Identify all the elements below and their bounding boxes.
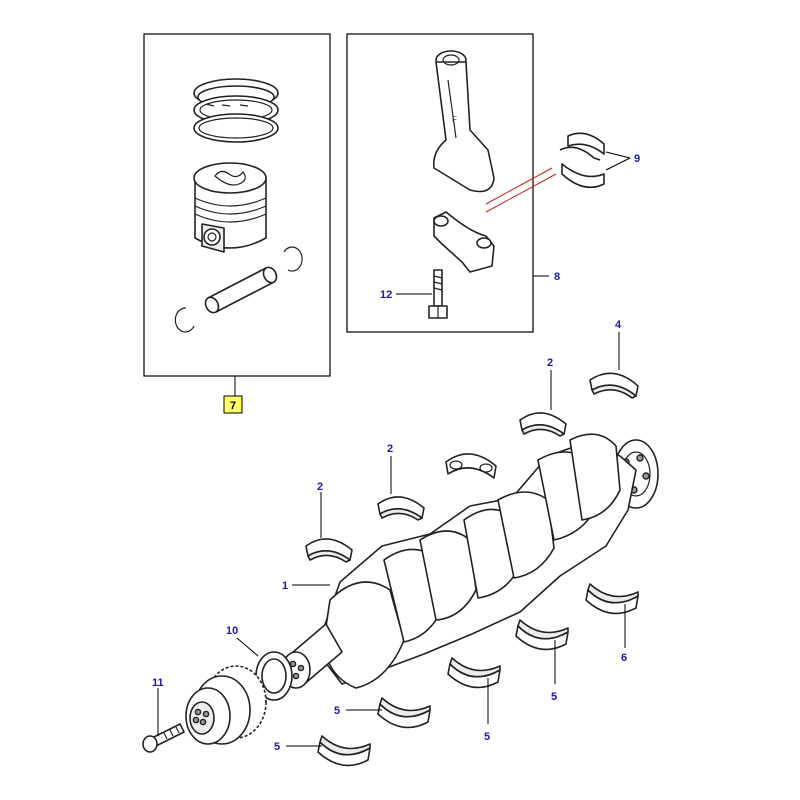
connecting-rod-frame [346,33,534,333]
callout-10[interactable]: 10 [226,625,238,637]
gudgeon-pin [204,266,278,314]
lower-main-bearings: 6 5 5 5 5 [274,583,639,767]
callout-5c[interactable]: 5 [334,705,340,717]
crank-bolt: 11 [142,677,185,753]
callout-7-box [223,395,243,414]
piston-rings [193,78,279,143]
callout-9[interactable]: 9 [634,153,640,165]
rod-bearing-shells [559,132,605,189]
svg-text:F: F [452,115,457,124]
red-pointer-line [485,173,557,213]
callout-6[interactable]: 6 [621,652,627,664]
callout-8[interactable]: 8 [554,271,560,283]
callout-7[interactable]: 7 [230,400,236,412]
callout-12[interactable]: 12 [380,289,392,301]
callout-5b[interactable]: 5 [484,731,490,743]
connecting-rod-cap [433,211,495,273]
connecting-rod: F [432,50,495,193]
circlips [174,246,303,333]
upper-main-bearings: 2 2 2 4 [305,319,639,563]
thrust-washer: 10 [226,625,293,701]
callout-5d[interactable]: 5 [274,741,280,753]
crankshaft: 1 [281,433,659,689]
connecting-rod-group: F 8 9 12 [346,33,640,333]
callout-2a[interactable]: 2 [317,481,323,493]
callout-2b[interactable]: 2 [387,443,393,455]
rod-bolt [428,269,448,319]
piston [193,162,267,253]
callout-4[interactable]: 4 [615,319,622,331]
callout-1[interactable]: 1 [282,580,288,592]
piston-group-frame [143,33,331,377]
timing-sprocket [185,665,267,745]
piston-group: 7 [143,33,331,414]
callout-2c[interactable]: 2 [547,357,553,369]
callout-5a[interactable]: 5 [551,691,557,703]
red-pointer-line [485,167,553,205]
callout-11[interactable]: 11 [152,677,164,689]
